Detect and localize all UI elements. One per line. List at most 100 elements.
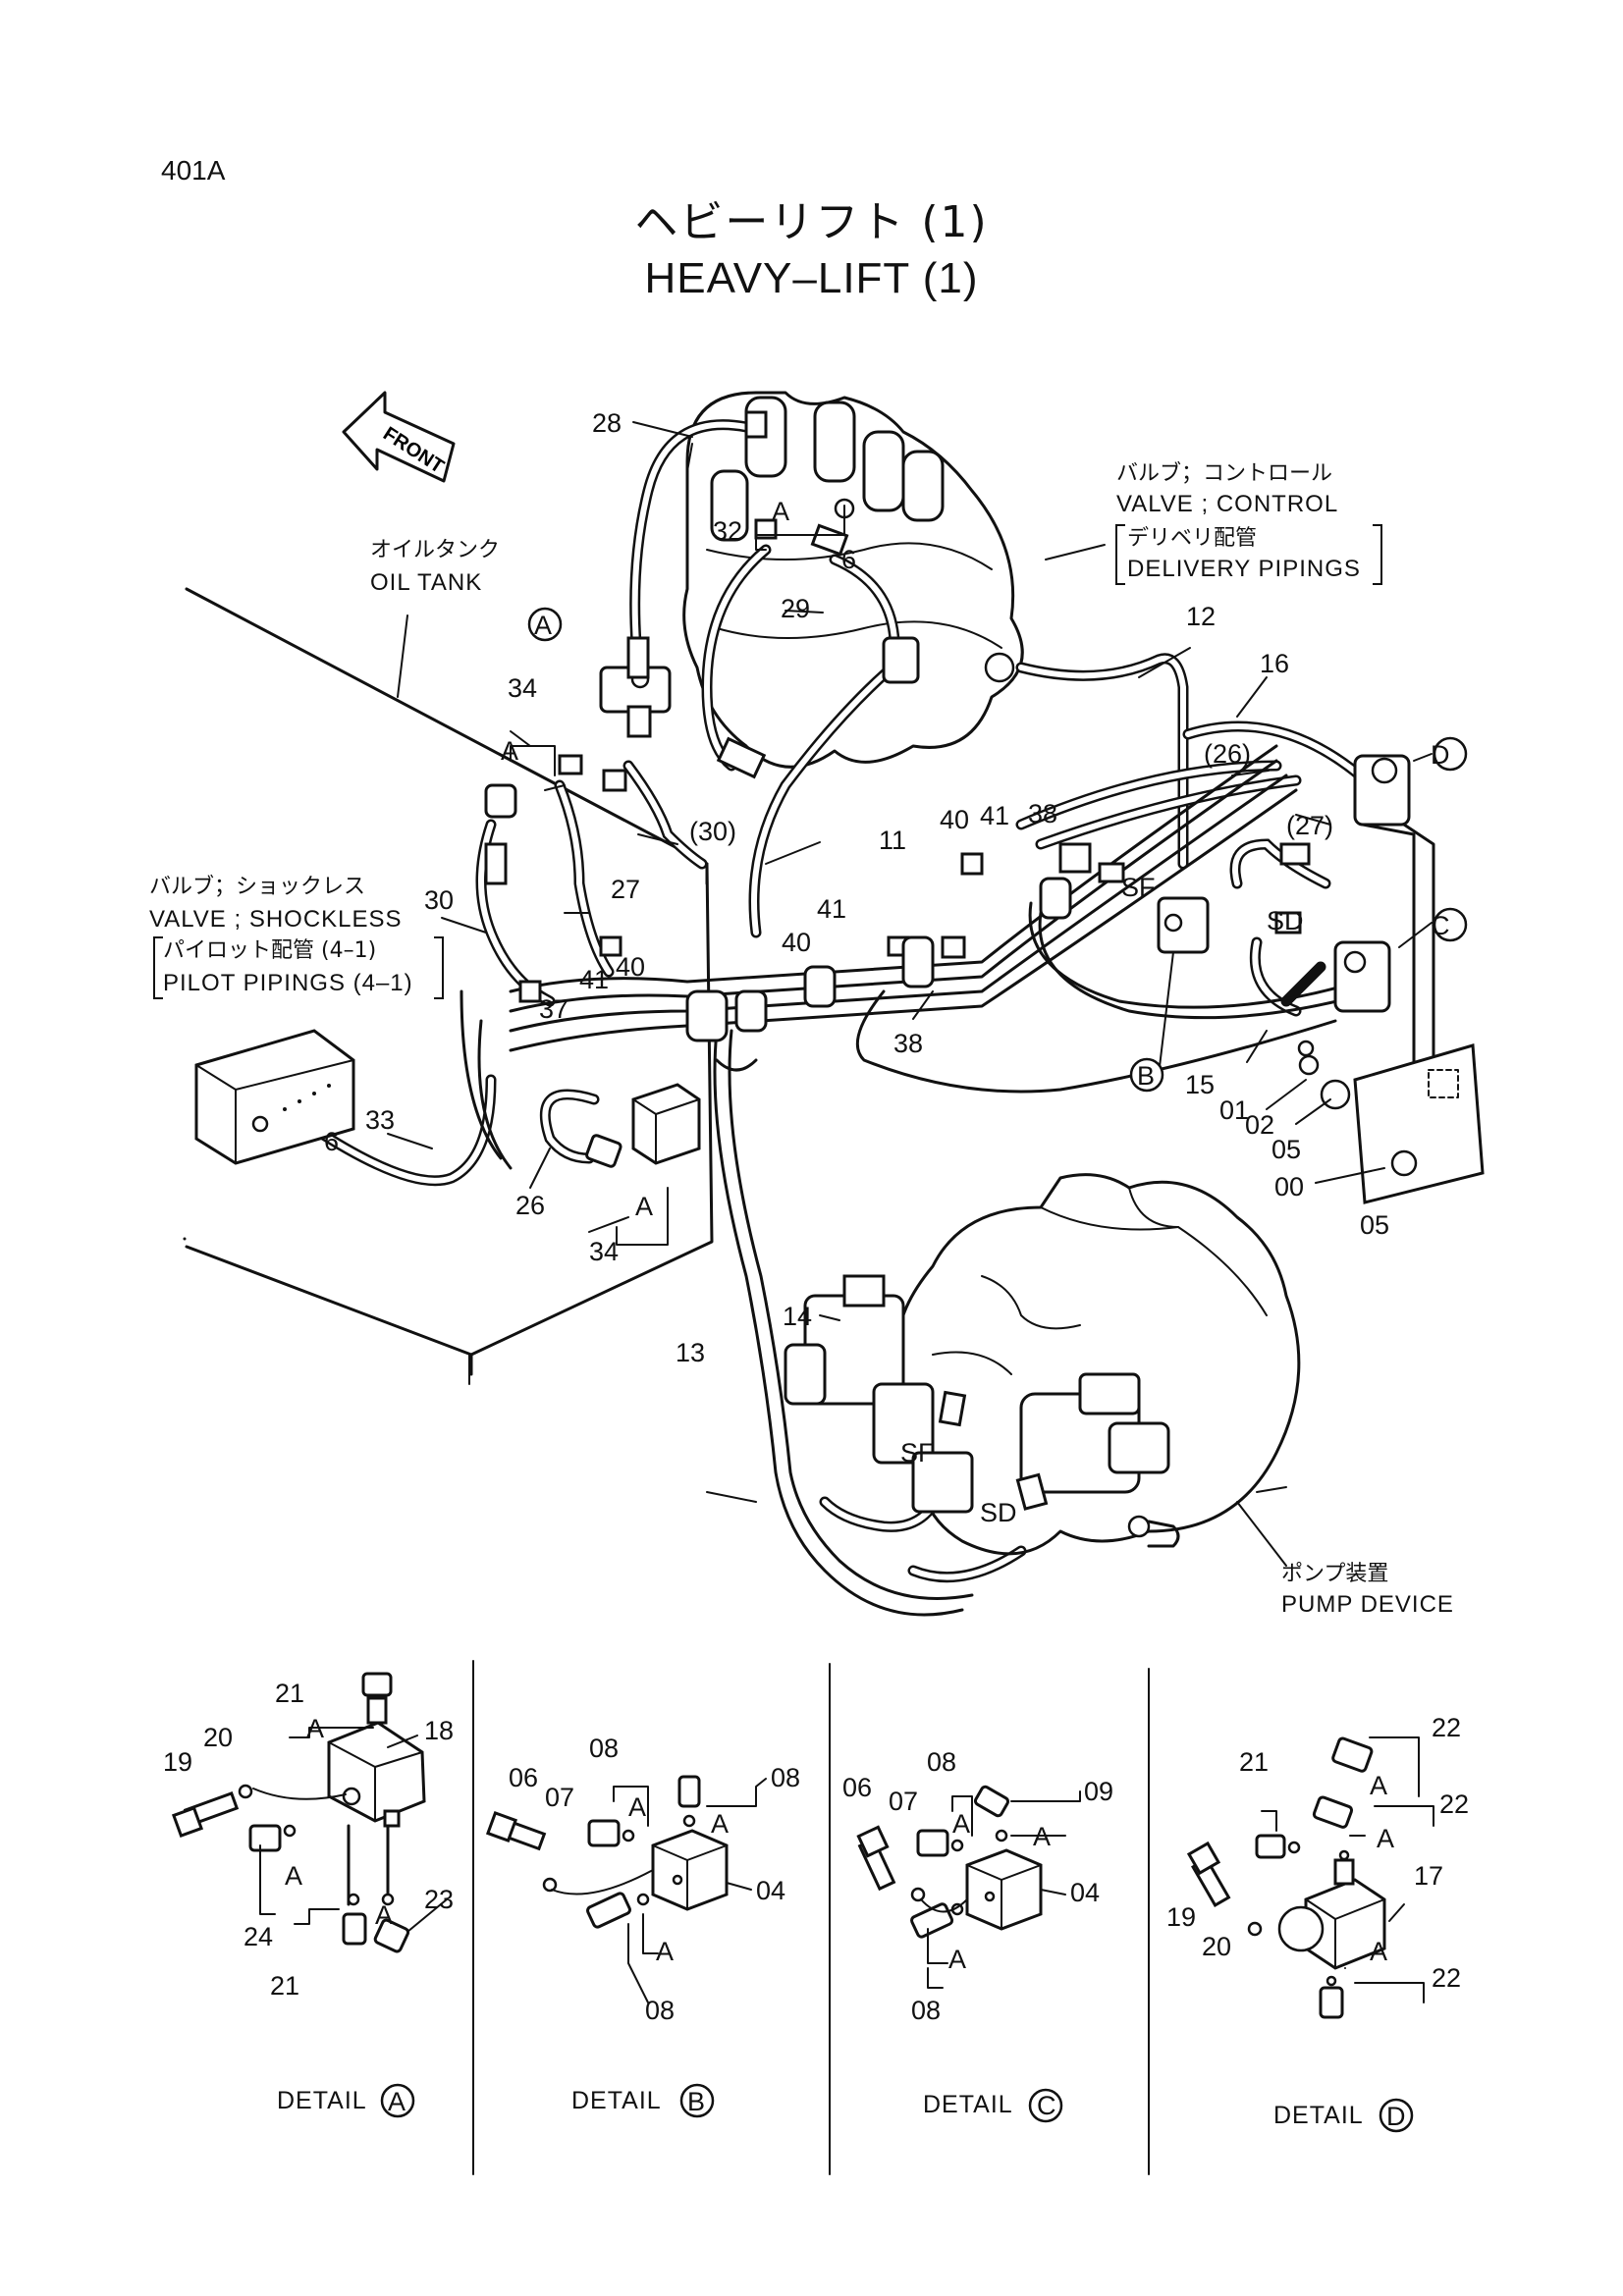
callout-6-bottom: 6 — [324, 1127, 340, 1156]
circled-letters — [380, 607, 1468, 2133]
detail-b-a-1: A — [628, 1792, 647, 1822]
callout-38-top: 38 — [1028, 799, 1058, 828]
callout-27: 27 — [611, 875, 641, 904]
detail-d-part-22-mid: 22 — [1439, 1789, 1470, 1819]
shockless-valve-note-jp: パイロット配管 (4–1) — [163, 938, 377, 963]
callout-41-right: 41 — [980, 801, 1010, 830]
callout-41-left: 41 — [579, 965, 610, 994]
circle-letter-d: D — [1431, 740, 1450, 770]
shockless-valve-block — [194, 1029, 355, 1165]
detail-c-a-2: A — [1033, 1822, 1052, 1851]
shockless-valve-note-bracket-right — [434, 936, 444, 999]
callout-13: 13 — [676, 1338, 706, 1367]
detail-a-a-1: A — [306, 1714, 325, 1743]
detail-d-part-22-top: 22 — [1432, 1713, 1462, 1742]
circle-letter-b: B — [1137, 1061, 1156, 1091]
detail-d-a-2: A — [1377, 1824, 1395, 1853]
detail-c-drawing — [856, 1785, 1081, 1989]
detail-c-a-3: A — [948, 1945, 967, 1974]
detail-b-a-3: A — [656, 1937, 675, 1966]
detail-dividers — [472, 1660, 1150, 2175]
page-number: 401A — [161, 155, 226, 186]
detail-a-letter: A — [388, 2087, 406, 2116]
shockless-valve-label-en: VALVE ; SHOCKLESS — [149, 906, 403, 933]
callout-30-paren: (30) — [689, 817, 737, 846]
callout-28: 28 — [592, 408, 622, 438]
detail-c-letter: C — [1037, 2091, 1056, 2120]
front-arrow-icon: FRONT — [342, 391, 456, 483]
detail-d-part-21: 21 — [1239, 1747, 1270, 1777]
callout-6-top: 6 — [841, 545, 857, 574]
detail-a-part-19: 19 — [163, 1747, 193, 1777]
callout-26: 26 — [515, 1191, 546, 1220]
leader-lines — [387, 421, 1433, 1567]
detail-c-part-04: 04 — [1070, 1878, 1101, 1907]
detail-d-part-20: 20 — [1202, 1932, 1232, 1961]
callout-05-bottom: 05 — [1360, 1210, 1390, 1240]
control-valve-note-bracket-left — [1115, 524, 1125, 585]
callout-30: 30 — [424, 885, 455, 915]
detail-a-a-3: A — [375, 1900, 394, 1930]
circle-letter-a: A — [534, 611, 553, 640]
title-english: HEAVY–LIFT (1) — [644, 254, 979, 302]
detail-d-part-19: 19 — [1166, 1902, 1197, 1932]
detail-c-part-06: 06 — [842, 1773, 873, 1802]
callout-27-paren: (27) — [1286, 811, 1334, 840]
detail-d-letter: D — [1386, 2102, 1406, 2131]
callout-32-a: A — [772, 497, 790, 526]
detail-d-a-1: A — [1370, 1771, 1388, 1800]
callout-15: 15 — [1185, 1070, 1216, 1099]
detail-d-drawing — [1186, 1736, 1434, 2019]
detail-a-part-20: 20 — [203, 1723, 234, 1752]
detail-a-part-23: 23 — [424, 1885, 455, 1914]
callout-34-bottom-a: A — [635, 1192, 654, 1221]
callout-37: 37 — [539, 994, 569, 1024]
detail-a-label: DETAIL — [277, 2087, 367, 2114]
control-valve-note-jp: デリベリ配管 — [1127, 526, 1258, 551]
detail-c-label: DETAIL — [923, 2091, 1013, 2118]
callout-29: 29 — [781, 594, 811, 623]
detail-a-part-21-top: 21 — [275, 1679, 305, 1708]
callout-sd-bottom: SD — [980, 1498, 1017, 1527]
control-valve-label-jp: バルブ；コントロール — [1116, 461, 1333, 486]
front-arrow-label: FRONT — [379, 423, 448, 478]
detail-b-a-2: A — [711, 1809, 730, 1839]
hoses — [308, 419, 1366, 1583]
callout-40-left: 40 — [616, 952, 646, 982]
detail-a-part-21-bottom: 21 — [270, 1971, 300, 2001]
detail-a-a-2: A — [285, 1861, 303, 1891]
detail-b-letter: B — [687, 2087, 706, 2116]
circle-letter-c: C — [1431, 911, 1450, 940]
callout-00: 00 — [1274, 1172, 1305, 1201]
shockless-valve-label-jp: バルブ；ショックレス — [149, 875, 366, 899]
detail-c-part-08-bottom: 08 — [911, 1996, 942, 2025]
callout-34-top-a: A — [501, 736, 519, 766]
shockless-valve-note-bracket-left — [153, 936, 163, 999]
callout-34-bottom: 34 — [589, 1237, 620, 1266]
detail-c-part-09: 09 — [1084, 1777, 1114, 1806]
detail-b-part-04: 04 — [756, 1876, 786, 1905]
callout-12: 12 — [1186, 602, 1217, 631]
title-japanese: ヘビーリフト (1) — [634, 197, 989, 247]
detail-b-part-07: 07 — [545, 1783, 575, 1812]
pipe-bundle — [460, 744, 1377, 1617]
callout-41-mid: 41 — [817, 894, 847, 924]
control-valve-body — [682, 391, 1024, 769]
callout-34-top: 34 — [508, 673, 538, 703]
detail-b-part-08-bottom: 08 — [645, 1996, 676, 2025]
control-valve-note-bracket-right — [1373, 524, 1382, 585]
callout-sf-top: SF — [1121, 873, 1156, 902]
detail-b-label: DETAIL — [571, 2087, 662, 2114]
oil-tank-outline — [183, 587, 714, 1385]
control-valve-note-en: DELIVERY PIPINGS — [1127, 556, 1361, 582]
callout-11: 11 — [879, 826, 907, 855]
detail-b-part-06: 06 — [509, 1763, 539, 1792]
detail-c-part-08-top: 08 — [927, 1747, 957, 1777]
callout-40-right: 40 — [940, 805, 970, 834]
detail-d-part-22-bottom: 22 — [1432, 1963, 1462, 1993]
detail-a-part-24: 24 — [243, 1922, 274, 1951]
callout-40-mid: 40 — [782, 928, 812, 957]
detail-d-part-17: 17 — [1414, 1861, 1444, 1891]
